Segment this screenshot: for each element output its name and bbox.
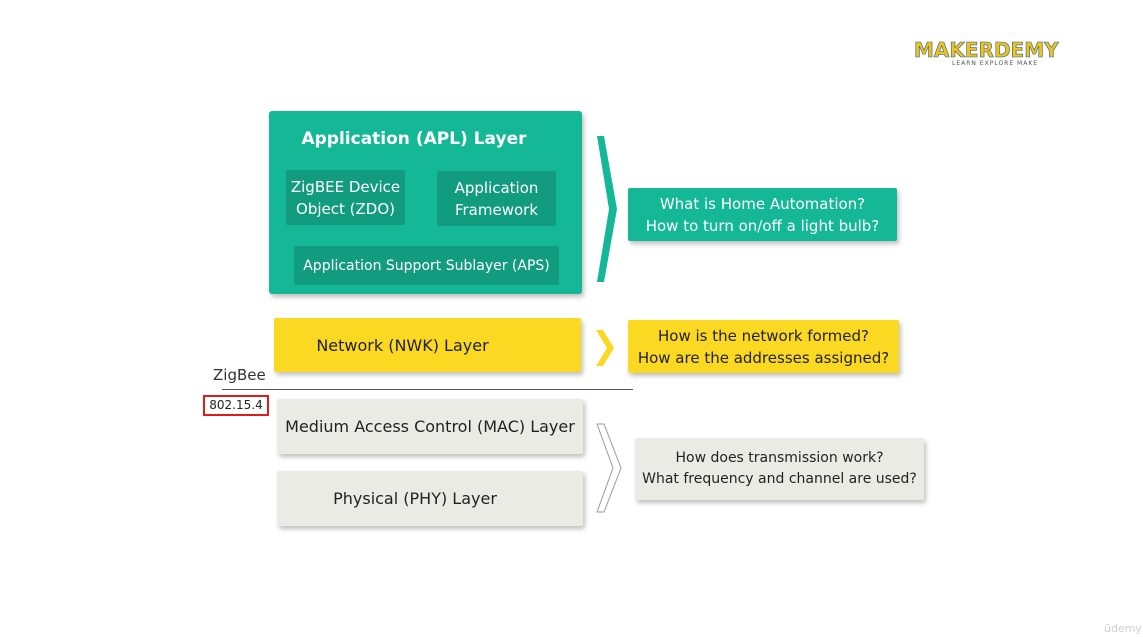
- udemy-watermark: ūdemy: [1104, 622, 1142, 635]
- phy-layer-block: Physical (PHY) Layer: [277, 471, 583, 526]
- apl-question-box: What is Home Automation? How to turn on/…: [628, 188, 897, 241]
- stack-divider-line: [222, 389, 633, 390]
- zdo-label-line1: ZigBEE Device: [290, 177, 401, 196]
- application-framework-block: Application Framework: [437, 171, 556, 226]
- zdo-label-line2: Object (ZDO): [296, 199, 395, 218]
- lower-chevron-icon: [596, 423, 622, 513]
- makerdemy-logo: MAKERDEMY LEARN EXPLORE MAKE: [914, 38, 1084, 72]
- apl-question-1: What is Home Automation?: [659, 194, 866, 213]
- apl-layer-title: Application (APL) Layer: [301, 129, 527, 149]
- apl-question-2: How to turn on/off a light bulb?: [645, 216, 880, 235]
- lower-question-1: How does transmission work?: [675, 450, 884, 466]
- nwk-question-box: How is the network formed? How are the a…: [628, 320, 899, 373]
- ieee-802154-label: 802.15.4: [203, 395, 269, 416]
- nwk-layer-block: Network (NWK) Layer: [274, 318, 581, 372]
- framework-label-line1: Application: [454, 178, 539, 197]
- nwk-chevron-icon: [596, 330, 614, 366]
- aps-block: Application Support Sublayer (APS): [294, 246, 559, 285]
- logo-tagline: LEARN EXPLORE MAKE: [952, 60, 1039, 67]
- logo-name: MAKERDEMY: [914, 38, 1059, 63]
- lower-question-2: What frequency and channel are used?: [642, 471, 917, 487]
- lower-question-box: How does transmission work? What frequen…: [635, 438, 924, 500]
- zigbee-label: ZigBee: [213, 366, 266, 384]
- framework-label-line2: Framework: [454, 200, 539, 219]
- nwk-question-1: How is the network formed?: [658, 326, 869, 345]
- nwk-question-2: How are the addresses assigned?: [637, 348, 890, 367]
- apl-chevron-icon: [597, 136, 617, 282]
- zdo-block: ZigBEE Device Object (ZDO): [286, 170, 405, 225]
- mac-layer-block: Medium Access Control (MAC) Layer: [277, 399, 583, 454]
